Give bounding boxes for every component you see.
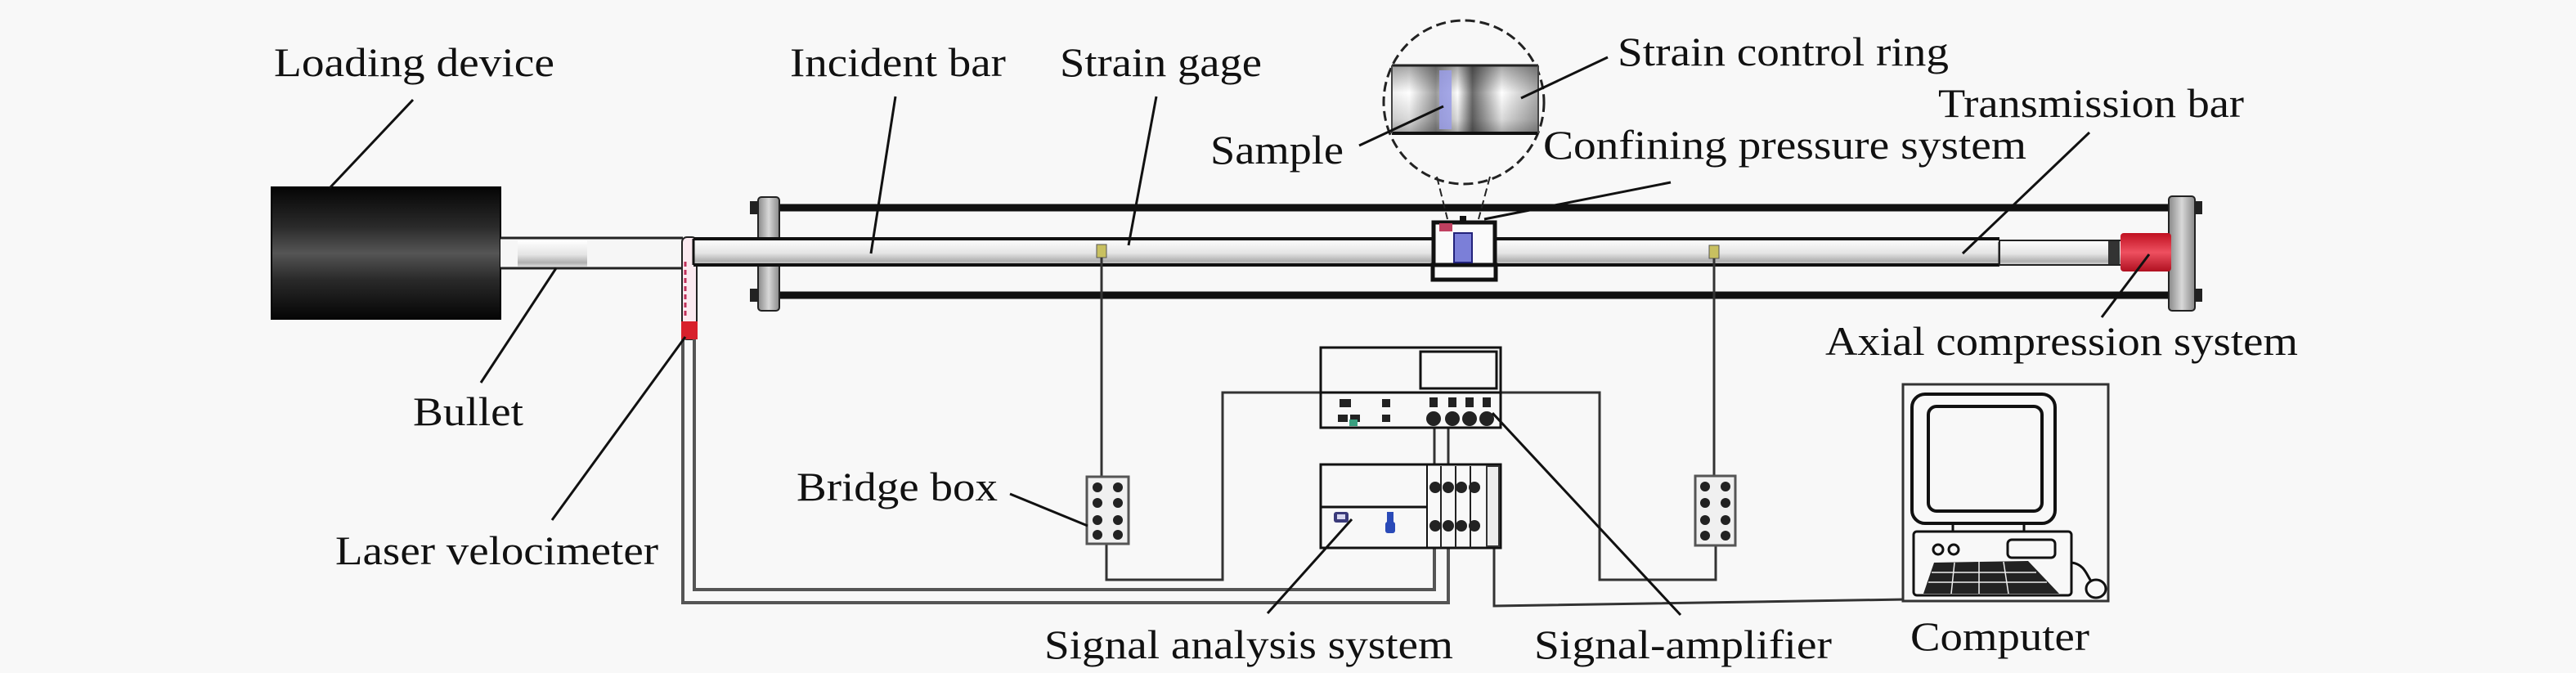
magnifier-inset xyxy=(1382,19,1546,220)
loading-device xyxy=(271,186,501,320)
leader-incident-bar xyxy=(869,96,897,254)
leader-bridge-box xyxy=(1009,492,1088,527)
labels: Loading device Incident bar Strain gage … xyxy=(274,29,2298,667)
bridge-box-left xyxy=(1085,475,1130,545)
bridge-box-right xyxy=(1694,474,1737,547)
leader-loading-device xyxy=(328,98,415,190)
confining-cell xyxy=(1430,216,1498,282)
label-bullet: Bullet xyxy=(413,388,523,434)
leader-lines xyxy=(328,56,2151,617)
strain-control-ring xyxy=(1391,64,1539,135)
computer-unit xyxy=(1901,383,2110,603)
leader-signal-amplifier xyxy=(1491,411,1682,617)
right-post xyxy=(2168,195,2196,312)
sample-in-cell xyxy=(1453,232,1473,263)
label-laser-velocimeter: Laser velocimeter xyxy=(335,527,658,573)
axial-piston xyxy=(1999,240,2123,266)
label-signal-analysis-system: Signal analysis system xyxy=(1044,621,1453,667)
label-axial-compression-system: Axial compression system xyxy=(1825,318,2298,364)
leader-signal-analysis xyxy=(1266,518,1353,615)
leader-laser-velocimeter xyxy=(550,336,687,521)
wiring xyxy=(681,258,1906,608)
strain-gage-incident xyxy=(1096,244,1107,258)
axial-compression-cylinder xyxy=(2120,233,2171,271)
label-strain-gage: Strain gage xyxy=(1060,39,1262,85)
label-incident-bar: Incident bar xyxy=(790,39,1006,85)
signal-analysis-unit xyxy=(1319,463,1502,550)
label-computer: Computer xyxy=(1910,613,2089,659)
label-sample: Sample xyxy=(1210,127,1344,173)
label-confining-pressure-system: Confining pressure system xyxy=(1543,122,2026,168)
strain-gage-transmission xyxy=(1708,245,1720,259)
bullet xyxy=(518,240,587,267)
sample-magnified xyxy=(1439,70,1452,129)
label-transmission-bar: Transmission bar xyxy=(1938,80,2244,126)
leader-strain-gage xyxy=(1127,96,1158,246)
leader-transmission-bar xyxy=(1961,131,2091,255)
leader-strain-control-ring xyxy=(1520,56,1609,100)
leader-confining-pressure xyxy=(1483,181,1672,221)
signal-amplifier-unit xyxy=(1319,346,1502,429)
label-signal-amplifier: Signal-amplifier xyxy=(1534,621,1832,667)
leader-sample xyxy=(1358,105,1444,147)
leader-axial-compression xyxy=(2100,253,2151,318)
leader-bullet xyxy=(479,267,558,384)
transmission-bar xyxy=(1495,237,2123,267)
label-bridge-box: Bridge box xyxy=(797,464,998,509)
label-loading-device: Loading device xyxy=(274,39,554,85)
bullet-tube xyxy=(500,236,683,270)
label-strain-control-ring: Strain control ring xyxy=(1618,29,1949,74)
incident-bar xyxy=(692,237,1434,267)
